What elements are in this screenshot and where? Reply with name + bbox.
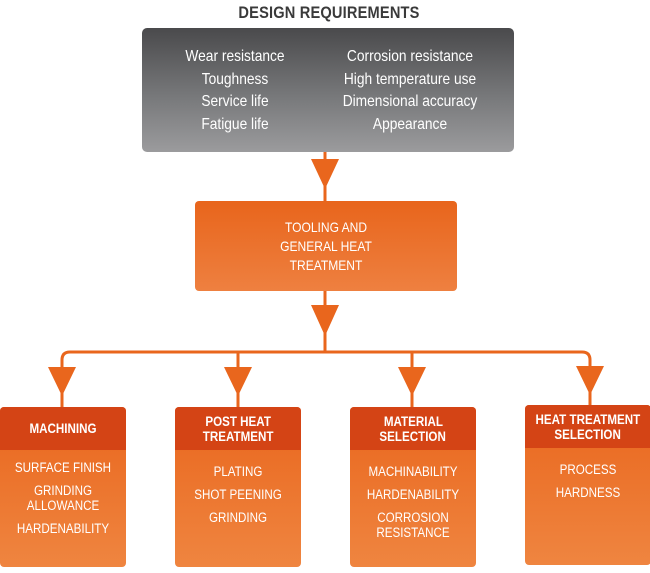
- requirements-left-column: Wear resistance Toughness Service life F…: [158, 46, 311, 136]
- arrow-down-icon: [224, 367, 252, 396]
- diagram-title: DESIGN REQUIREMENTS: [238, 3, 420, 22]
- category-title: TREATMENT: [202, 428, 274, 444]
- category-item: HARDENABILITY: [16, 521, 110, 536]
- requirement-item: Wear resistance: [185, 48, 285, 65]
- category-item: HARDENABILITY: [366, 487, 460, 502]
- category-title: SELECTION: [554, 426, 622, 442]
- category-header: POST HEAT TREATMENT: [175, 407, 301, 450]
- arrow-down-icon: [311, 305, 339, 336]
- requirement-item: Service life: [201, 93, 269, 110]
- category-material-selection: MATERIAL SELECTION MACHINABILITY HARDENA…: [350, 407, 476, 567]
- category-header: HEAT TREATMENT SELECTION: [525, 405, 650, 448]
- category-item: MACHINABILITY: [368, 464, 458, 479]
- category-title: MATERIAL: [383, 413, 443, 429]
- arrow-down-icon: [311, 159, 339, 189]
- category-item: GRINDING: [208, 510, 268, 525]
- tooling-heat-treatment-box: TOOLING AND GENERAL HEAT TREATMENT: [195, 201, 457, 291]
- mid-box-line: TREATMENT: [289, 257, 363, 273]
- category-post-heat-treatment: POST HEAT TREATMENT PLATING SHOT PEENING…: [175, 407, 301, 567]
- category-machining: MACHINING SURFACE FINISH GRINDING ALLOWA…: [0, 407, 126, 567]
- category-item: PLATING: [213, 464, 263, 479]
- requirements-right-column: Corrosion resistance High temperature us…: [317, 46, 503, 136]
- requirement-item: Corrosion resistance: [346, 48, 474, 65]
- mid-box-line: TOOLING AND: [284, 219, 368, 235]
- category-item: CORROSION RESISTANCE: [376, 510, 450, 540]
- arrow-down-icon: [48, 367, 76, 396]
- category-title: MACHINING: [29, 421, 97, 436]
- category-item: GRINDING ALLOWANCE: [26, 483, 100, 513]
- mid-box-line: GENERAL HEAT: [280, 238, 372, 254]
- category-item: SHOT PEENING: [194, 487, 282, 502]
- category-header: MATERIAL SELECTION: [350, 407, 476, 450]
- arrow-down-icon: [398, 367, 426, 396]
- category-title: POST HEAT: [205, 413, 271, 429]
- connector-bus: [60, 350, 592, 407]
- design-requirements-box: Wear resistance Toughness Service life F…: [142, 28, 514, 152]
- requirement-item: Toughness: [201, 70, 269, 88]
- requirement-item: High temperature use: [343, 70, 477, 88]
- category-header: MACHINING: [0, 407, 126, 450]
- category-title: SELECTION: [379, 428, 447, 444]
- requirement-item: Dimensional accuracy: [342, 93, 478, 110]
- category-heat-treatment-selection: HEAT TREATMENT SELECTION PROCESS HARDNES…: [525, 405, 650, 565]
- category-title: HEAT TREATMENT: [535, 411, 641, 427]
- category-item: HARDNESS: [555, 485, 621, 500]
- arrow-down-icon: [576, 366, 604, 395]
- category-item: PROCESS: [559, 462, 617, 477]
- requirement-item: Fatigue life: [201, 115, 269, 133]
- requirement-item: Appearance: [372, 115, 448, 133]
- category-item: SURFACE FINISH: [14, 460, 112, 475]
